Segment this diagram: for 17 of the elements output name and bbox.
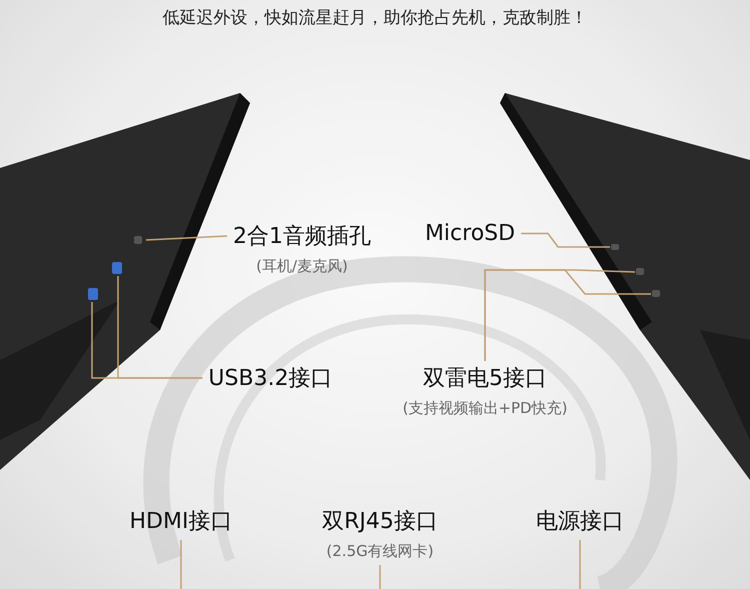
- port-note: (耳机/麦克风): [256, 257, 348, 276]
- title: 低延迟外设，快如流星赶月，助你抢占先机，克敌制胜！: [162, 8, 588, 28]
- port-label: MicroSD: [424, 221, 516, 246]
- leader-line: [521, 232, 610, 248]
- port-label: 2合1音频插孔: [233, 223, 371, 251]
- port-label: 电源接口: [536, 508, 624, 536]
- leader-line: [579, 540, 581, 589]
- port-label: 双RJ45接口: [322, 508, 438, 536]
- leader-line: [180, 540, 182, 589]
- port-label: 双雷电5接口: [423, 365, 547, 393]
- port-label: USB3.2接口: [208, 365, 333, 393]
- port-label: HDMI接口: [130, 508, 232, 536]
- port-note: (2.5G有线网卡): [326, 542, 434, 561]
- leader-line: [91, 302, 202, 379]
- leader-line: [379, 565, 381, 589]
- leader-line: [146, 235, 228, 241]
- port-note: (支持视频输出+PD快充): [402, 399, 568, 418]
